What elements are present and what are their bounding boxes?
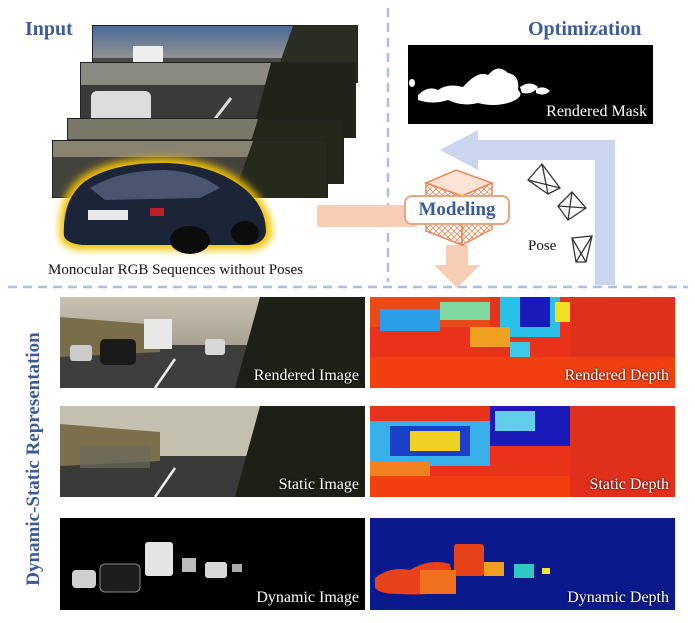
rendered-depth-panel: Rendered Depth: [370, 297, 675, 388]
dynamic-image-label: Dynamic Image: [256, 589, 359, 607]
dynamic-image-panel: Dynamic Image: [60, 518, 365, 610]
representation-title: Dynamic-Static Representation: [23, 329, 45, 589]
static-depth-label: Static Depth: [589, 476, 669, 494]
dynamic-depth-panel: Dynamic Depth: [370, 518, 675, 610]
rendered-depth-label: Rendered Depth: [565, 367, 669, 385]
rendered-image-label: Rendered Image: [254, 367, 359, 385]
rendered-mask-label: Rendered Mask: [546, 103, 647, 121]
rendered-image-panel: Rendered Image: [60, 297, 365, 388]
modeling-badge: Modeling: [404, 195, 510, 225]
static-image-label: Static Image: [279, 476, 359, 494]
static-depth-panel: Static Depth: [370, 406, 675, 497]
static-image-panel: Static Image: [60, 406, 365, 497]
rendered-mask-panel: Rendered Mask: [408, 45, 653, 124]
dynamic-depth-label: Dynamic Depth: [567, 589, 669, 607]
pose-label: Pose: [528, 238, 556, 255]
